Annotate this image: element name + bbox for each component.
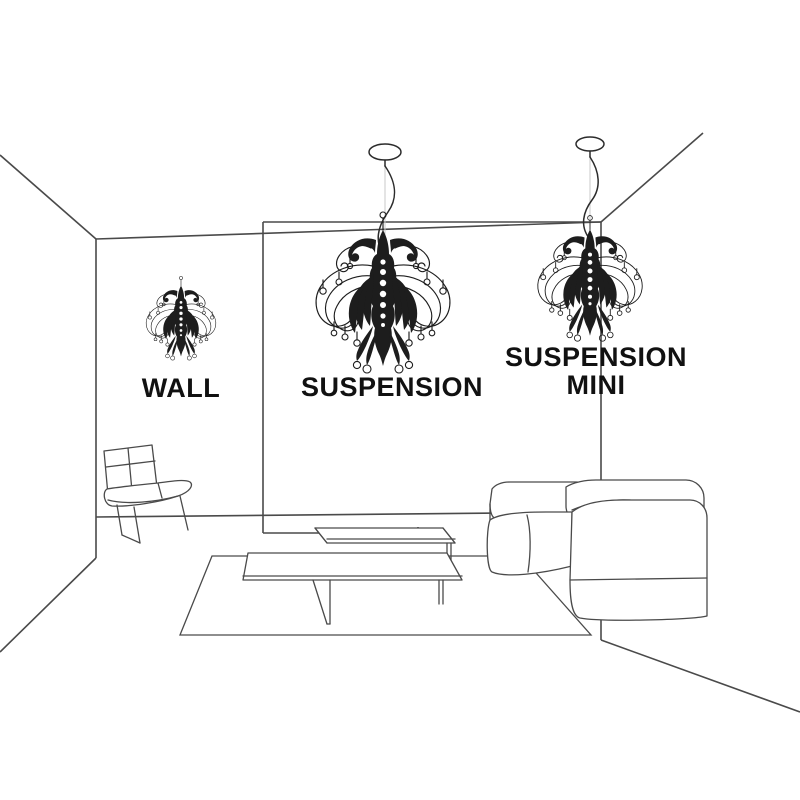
suspension-canopy xyxy=(368,143,402,161)
floor-right-diagonal xyxy=(600,639,800,713)
suspension-mini-chandelier-art xyxy=(538,216,642,342)
suspension-chandelier-art xyxy=(316,212,450,373)
ceiling-right-diagonal xyxy=(600,132,704,223)
label-suspension-mini-line2: MINI xyxy=(567,370,626,400)
wall-sconce-chandelier xyxy=(146,276,216,360)
sectional-sofa xyxy=(486,479,708,621)
label-wall: WALL xyxy=(142,373,220,403)
wall-sconce-chandelier-art xyxy=(146,276,216,360)
label-suspension-mini-line1: SUSPENSION xyxy=(505,342,687,372)
suspension-chandelier xyxy=(316,143,450,373)
ceiling-back-line xyxy=(95,221,602,240)
suspension-mini-cord xyxy=(582,156,599,239)
coffee-table-low xyxy=(242,552,463,625)
fixture-labels: WALL SUSPENSION SUSPENSION MINI xyxy=(142,342,687,403)
suspension-mini-chandelier xyxy=(538,136,642,342)
floor-left-diagonal xyxy=(0,557,97,653)
ceiling-left-diagonal xyxy=(0,154,97,240)
label-suspension: SUSPENSION xyxy=(301,372,483,402)
lounge-chair xyxy=(103,444,193,544)
suspension-mini-canopy xyxy=(575,136,605,152)
